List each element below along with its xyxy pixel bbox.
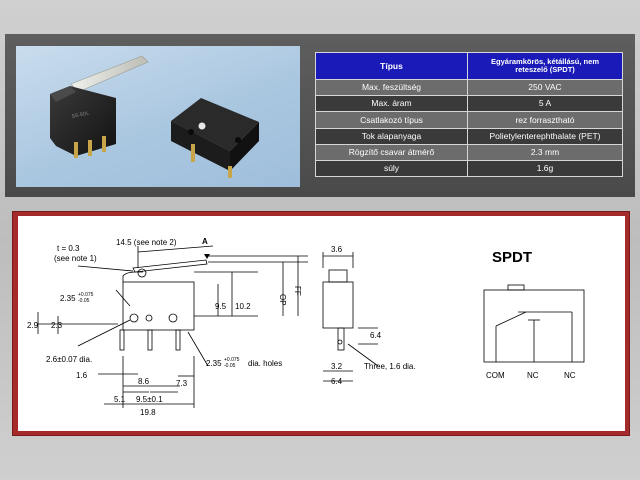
dim-holes-tol-top: +0.075 xyxy=(224,357,240,363)
dim-hole: 2.35 xyxy=(60,294,76,303)
mount-pin xyxy=(145,314,153,322)
technical-drawing: t = 0.3 (see note 1) 14.5 (see note 2) A… xyxy=(18,216,625,431)
switch-body-side xyxy=(122,281,195,331)
dim-holes-label: dia. holes xyxy=(248,359,282,368)
switch-body-front xyxy=(322,281,354,329)
terminal-nc-1: NC xyxy=(527,371,539,380)
front-terminal xyxy=(337,327,345,351)
terminal-mid xyxy=(147,329,153,351)
dim-three-holes: Three, 1.6 dia. xyxy=(364,362,416,371)
dim-2-9: 2.9 xyxy=(27,321,39,330)
spec-label: Rögzítő csavar átmérő xyxy=(315,143,468,161)
product-photo: SS-5GL xyxy=(16,46,300,187)
microswitch-photo-image: SS-5GL xyxy=(50,55,259,178)
dim-hole-tol-top: +0.075 xyxy=(78,292,94,298)
spec-value: Polietylenterephthalate (PET) xyxy=(467,127,623,145)
dim-3-2: 3.2 xyxy=(331,362,343,371)
spec-value: 2.3 mm xyxy=(467,143,623,161)
front-terminal-hole xyxy=(337,339,343,345)
dim-6-4b: 6.4 xyxy=(331,377,343,386)
front-actuator xyxy=(328,269,348,283)
terminal-left xyxy=(119,329,125,351)
spec-row: súly 1.6g xyxy=(315,159,623,178)
dim-holes-tol-bot: -0.05 xyxy=(224,363,236,369)
spec-row: Max. feszültség 250 VAC xyxy=(315,79,623,97)
note-t: t = 0.3 xyxy=(57,244,80,253)
schematic-plunger xyxy=(507,284,525,291)
dim-pin-dia: 2.6±0.07 dia. xyxy=(46,355,92,364)
spec-label: súly xyxy=(315,159,468,178)
note-a: A xyxy=(202,237,208,246)
spec-value: 250 VAC xyxy=(467,79,623,97)
dim-19-8: 19.8 xyxy=(140,408,156,417)
dim-hole-tol-bot: -0.05 xyxy=(78,298,90,304)
terminal-com: COM xyxy=(486,371,505,380)
dim-2-3: 2.3 xyxy=(51,321,63,330)
terminal-right xyxy=(175,329,181,351)
spec-value: 5 A xyxy=(467,95,623,113)
spec-value: 1.6g xyxy=(467,159,623,178)
dim-9-5: 9.5 xyxy=(215,302,227,311)
spec-row: Max. áram 5 A xyxy=(315,95,623,113)
switch-top xyxy=(122,271,143,282)
a-arrow-icon xyxy=(204,254,210,259)
lever-roller xyxy=(137,268,147,278)
dim-9-5b: 9.5±0.1 xyxy=(136,395,163,404)
spec-row: Csatlakozó típus rez forrasztható xyxy=(315,111,623,129)
mount-hole-right xyxy=(168,313,178,323)
dim-1-6: 1.6 xyxy=(76,371,88,380)
dim-7-3: 7.3 xyxy=(176,379,188,388)
spec-row: Rögzítő csavar átmérő 2.3 mm xyxy=(315,143,623,161)
spec-header-label: Típus xyxy=(315,51,468,81)
note-lever: 14.5 (see note 2) xyxy=(116,238,177,247)
svg-text:SS-5GL: SS-5GL xyxy=(71,110,90,120)
dim-op: OP xyxy=(278,294,287,306)
dim-3-6: 3.6 xyxy=(331,245,343,254)
spec-table: Típus Egyáramkörös, kétállású, nem retes… xyxy=(315,51,623,178)
dim-6-4a: 6.4 xyxy=(370,331,382,340)
dim-ff: FF xyxy=(293,286,302,296)
note-see-note1: (see note 1) xyxy=(54,254,97,263)
dim-8-6: 8.6 xyxy=(138,377,150,386)
actuator-lever xyxy=(132,259,208,273)
switch-blade xyxy=(495,311,527,327)
dim-5-1: 5.1 xyxy=(114,395,126,404)
schematic-title: SPDT xyxy=(492,249,532,266)
spec-label: Csatlakozó típus xyxy=(315,111,468,129)
dim-10-2: 10.2 xyxy=(235,302,251,311)
dimension-drawing: t = 0.3 (see note 1) 14.5 (see note 2) A… xyxy=(27,237,585,417)
spec-value: rez forrasztható xyxy=(467,111,623,129)
spec-label: Max. feszültség xyxy=(315,79,468,97)
terminal-nc-2: NC xyxy=(564,371,576,380)
dim-holes: 2.35 xyxy=(206,359,222,368)
spec-label: Max. áram xyxy=(315,95,468,113)
spec-row: Tok alapanyaga Polietylenterephthalate (… xyxy=(315,127,623,145)
spec-header-value: Egyáramkörös, kétállású, nem reteszelő (… xyxy=(467,51,623,81)
spec-label: Tok alapanyaga xyxy=(315,127,468,145)
mount-hole-left xyxy=(129,313,139,323)
spec-header-row: Típus Egyáramkörös, kétállású, nem retes… xyxy=(315,51,623,81)
